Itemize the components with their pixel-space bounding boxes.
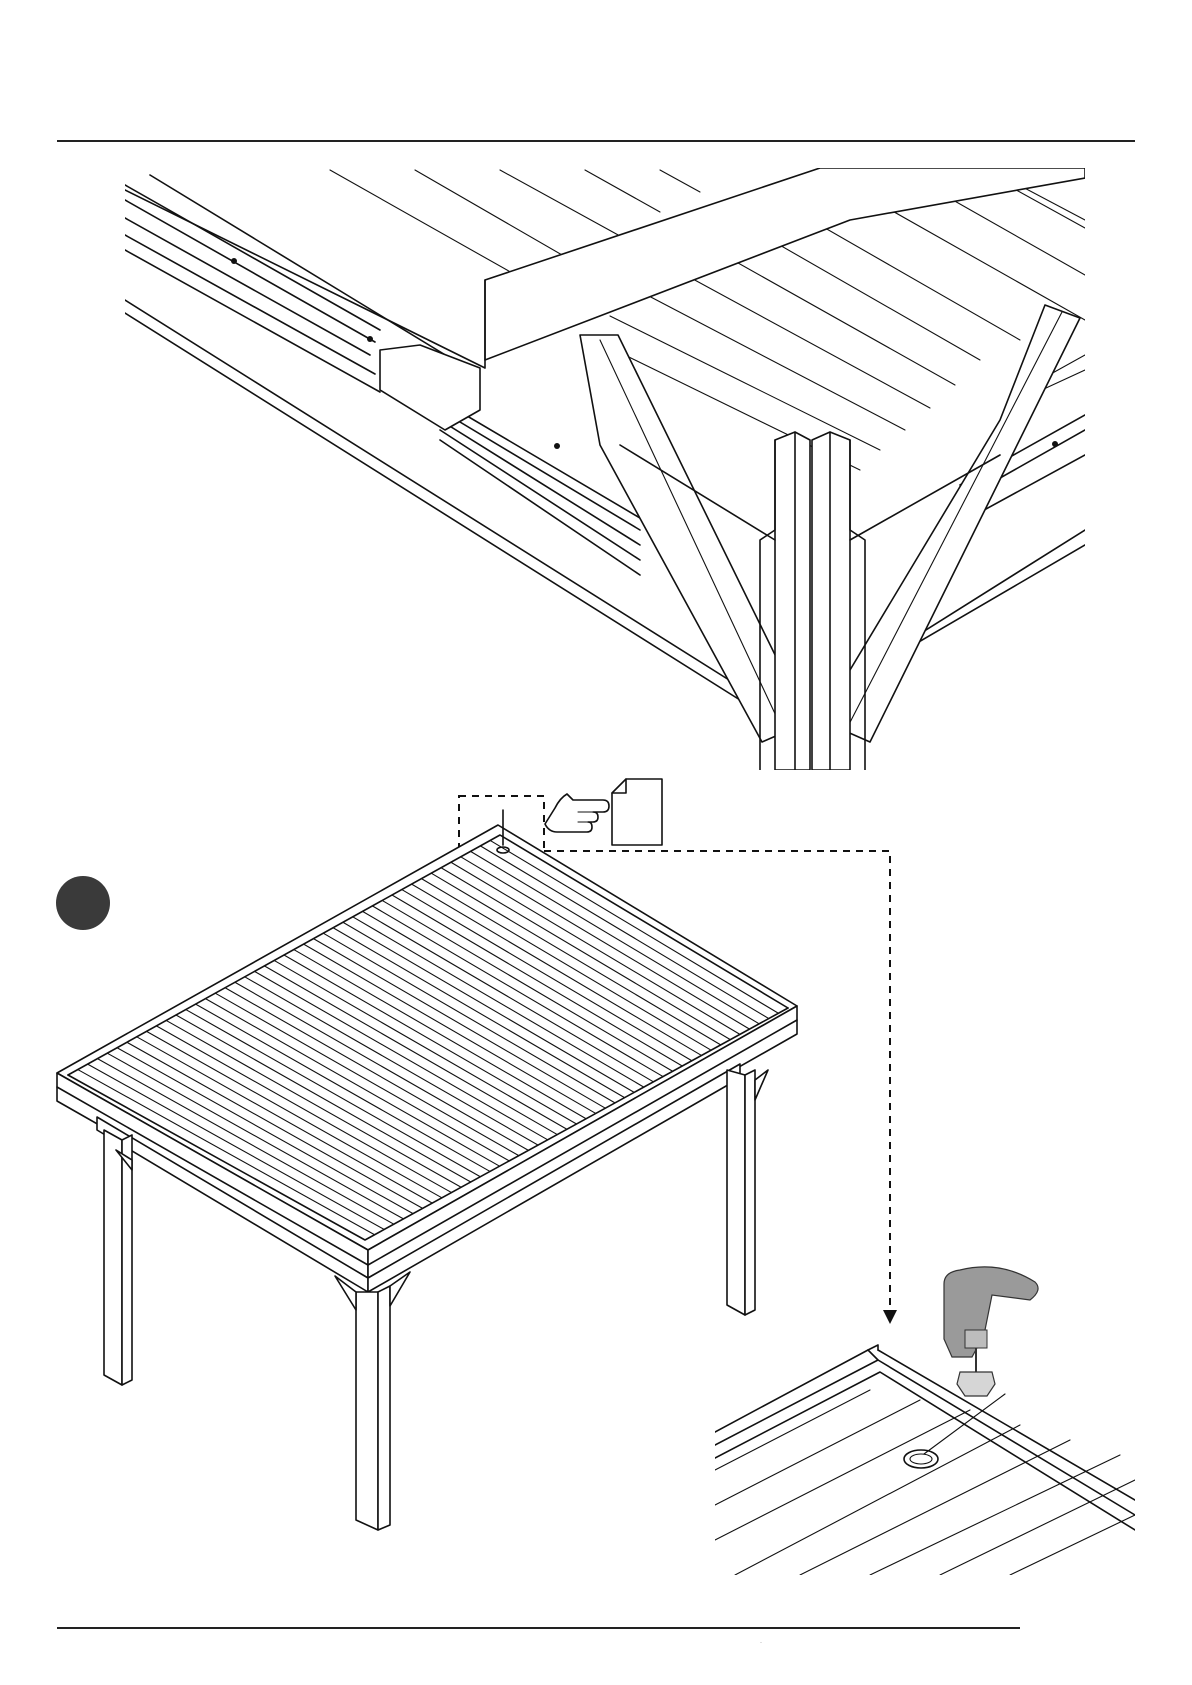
callout-arrow bbox=[883, 1310, 897, 1324]
step-badge bbox=[56, 876, 110, 930]
roof-corner-detail-illustration bbox=[125, 168, 1085, 770]
drill-screw-detail-illustration bbox=[715, 1267, 1135, 1575]
pointing-hand-icon bbox=[545, 794, 609, 832]
pergola-roof-overview-illustration bbox=[57, 810, 797, 1530]
document-sheet-icon bbox=[612, 779, 662, 845]
